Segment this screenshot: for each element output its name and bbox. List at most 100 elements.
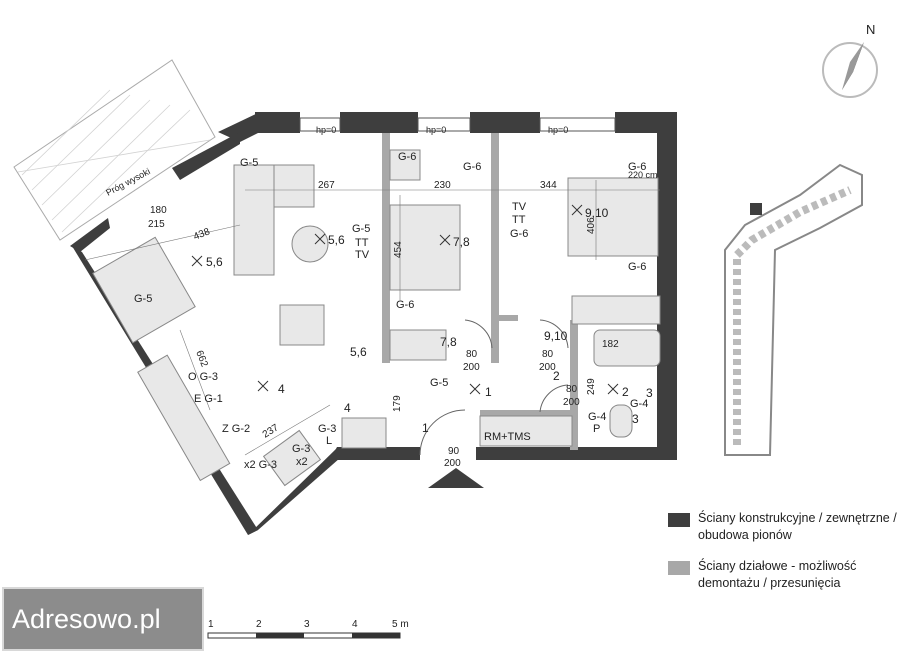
scale-tick-label: 3 [304, 619, 310, 630]
apartment-location-marker [750, 203, 762, 215]
installation-label: G-5 [134, 293, 152, 305]
installation-label: G-5 [430, 377, 448, 389]
dimension-label: 344 [540, 180, 557, 191]
door-swing [539, 384, 569, 413]
bathtub-icon [593, 329, 661, 367]
room-area-label: 5,6 [206, 255, 223, 269]
scale-tick-label: 4 [352, 619, 358, 630]
dimension-label: 406 [586, 217, 597, 234]
installation-labels: G-5 G-6 G-6 G-6 G-6 G-6 G-6 G-5 TT TV TV… [134, 151, 648, 471]
installation-label: G-6 [398, 151, 416, 163]
desk-icon [389, 204, 461, 291]
installation-label: TV [355, 249, 370, 261]
room-markers [191, 204, 619, 395]
room-area-label: 9,10 [544, 329, 568, 343]
legend-item-partition: Ściany działowe - możliwość demontażu / … [668, 558, 918, 592]
room-area-label: 4 [344, 401, 351, 415]
door-height-label: 200 [463, 362, 480, 373]
room-area-label: 7,8 [453, 235, 470, 249]
dimension-label: 180 [150, 205, 167, 216]
room-area-label: 2 [553, 369, 560, 383]
technical-cabinet-icon [479, 415, 573, 447]
installation-label: G-6 [396, 299, 414, 311]
dimension-label: 182 [602, 339, 619, 350]
installation-label: P [593, 423, 600, 435]
window-height-label: hp=0 [426, 125, 446, 135]
installation-label: G-6 [510, 228, 528, 240]
room-area-label: 4 [278, 382, 285, 396]
dimension-label: 249 [586, 378, 597, 395]
chair-icon [389, 149, 421, 181]
armchair-icon [279, 304, 325, 346]
installation-label: G-5 [352, 223, 370, 235]
cabinet-icon [341, 417, 387, 449]
installation-label: G-6 [628, 161, 646, 173]
room-area-label: 3 [646, 386, 653, 400]
installation-label: G-3 [318, 423, 336, 435]
door-width-label: 80 [542, 349, 554, 360]
legend-swatch [668, 561, 690, 575]
compass-icon: N [822, 22, 878, 98]
technical-cabinet-label: RM+TMS [484, 431, 531, 443]
door-swing [539, 319, 569, 349]
partition-walls [382, 133, 578, 450]
wardrobe-icon [571, 295, 661, 325]
room-area-label: 1 [485, 385, 492, 399]
dimension-label: 220 cm [628, 170, 658, 180]
brand-watermark: Adresowo.pl [2, 587, 204, 651]
toilet-icon [609, 404, 633, 438]
room-area-label: 5,6 [350, 345, 367, 359]
installation-label: TV [512, 201, 527, 213]
windows: hp=0 hp=0 hp=0 [299, 117, 616, 135]
sofa-icon [233, 164, 275, 276]
coffee-table-icon [291, 225, 329, 263]
kitchen-counter-icon [137, 354, 231, 482]
dimension-label: 230 [434, 180, 451, 191]
dimension-label: 662 [193, 349, 210, 369]
room-area-label: 5,6 [328, 233, 345, 247]
wardrobe-icon [389, 329, 447, 361]
door-width-label: 80 [466, 349, 478, 360]
room-labels: 5,6 5,6 5,6 7,8 7,8 9,10 9,10 4 4 1 1 2 … [206, 206, 653, 435]
dimension-label: 237 [261, 422, 281, 440]
installation-label: TT [355, 237, 369, 249]
legend-label: Ściany działowe - możliwość demontażu / … [698, 559, 857, 590]
legend-item-structural: Ściany konstrukcyjne / zewnętrzne / obud… [668, 510, 918, 544]
installation-label: G-4 [588, 411, 606, 423]
window-height-label: hp=0 [548, 125, 568, 135]
dimension-label: 454 [393, 241, 404, 258]
legend-swatch [668, 513, 690, 527]
installation-label: L [326, 435, 332, 447]
scale-tick-label: 5 m [392, 619, 409, 630]
installation-label: G-5 [240, 157, 258, 169]
installation-label: TT [512, 214, 526, 226]
dimension-label: 438 [192, 226, 212, 243]
installation-label: x2 G-3 [244, 459, 277, 471]
dimension-label: 215 [148, 219, 165, 230]
room-area-label: 7,8 [440, 335, 457, 349]
legend-label: Ściany konstrukcyjne / zewnętrzne / obud… [698, 511, 897, 542]
installation-label: G-6 [463, 161, 481, 173]
room-area-label: 9,10 [585, 206, 609, 220]
room-area-label: 1 [422, 421, 429, 435]
installation-label: G-4 [630, 398, 648, 410]
dining-table-icon [92, 236, 196, 344]
entrance-arrow-icon [428, 468, 484, 488]
entrance-door-swing [419, 409, 466, 456]
installation-label: G-6 [628, 261, 646, 273]
bed-icon [567, 177, 659, 257]
balcony: Próg wysoki [13, 59, 216, 241]
building-key-plan [724, 163, 863, 456]
installation-label: x2 [296, 456, 308, 468]
scale-tick-label: 2 [256, 619, 262, 630]
balcony-threshold-label: Próg wysoki [104, 166, 152, 198]
door-width-label: 90 [448, 446, 460, 457]
installation-label: Z G-2 [222, 423, 250, 435]
installation-label: E G-1 [194, 393, 223, 405]
furniture [92, 149, 661, 487]
kitchen-counter-icon [262, 429, 322, 487]
north-label: N [866, 22, 875, 37]
doors [419, 319, 569, 456]
installation-label: G-3 [292, 443, 310, 455]
